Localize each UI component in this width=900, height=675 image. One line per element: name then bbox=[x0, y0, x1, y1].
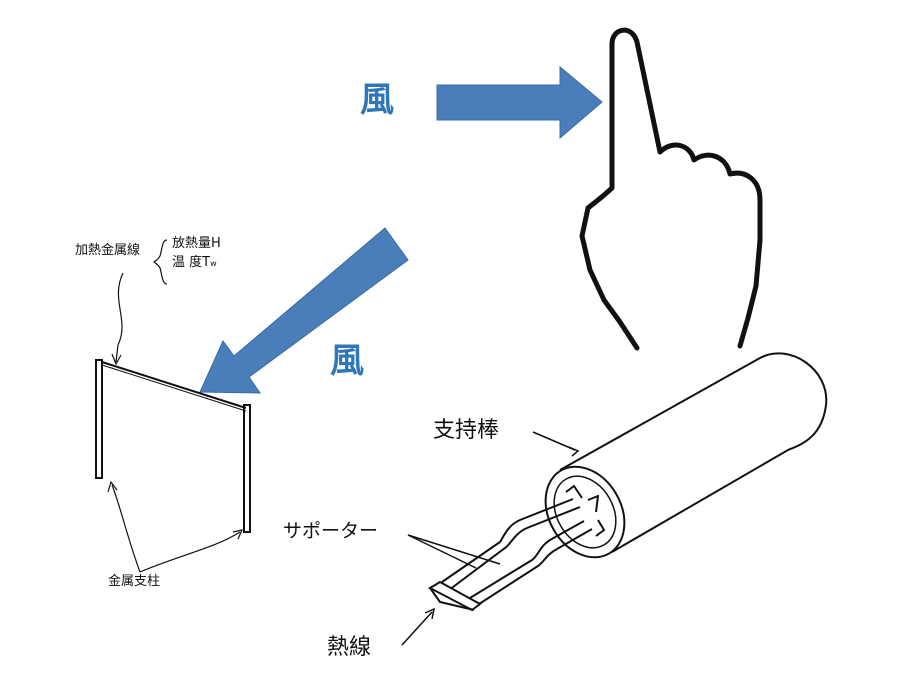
heated-wire-label: 加熱金属線 bbox=[75, 243, 141, 258]
temperature-label: 温 度Tw bbox=[172, 255, 217, 270]
wind-arrow-right bbox=[436, 65, 603, 140]
pointing-hand bbox=[579, 27, 763, 351]
wind-label-top: 風 bbox=[360, 80, 394, 120]
support-rod-label: 支持棒 bbox=[433, 418, 500, 443]
metal-posts-label: 金属支柱 bbox=[108, 574, 161, 589]
supporter-label: サポーター bbox=[283, 520, 379, 542]
heat-amount-label: 放熱量H bbox=[172, 236, 221, 251]
heated-wire-figure bbox=[95, 239, 251, 573]
wind-arrow-diagonal bbox=[199, 227, 409, 394]
wind-label-middle: 風 bbox=[330, 341, 364, 381]
probe-figure bbox=[401, 352, 828, 646]
hot-wire-label: 熱線 bbox=[327, 635, 372, 660]
